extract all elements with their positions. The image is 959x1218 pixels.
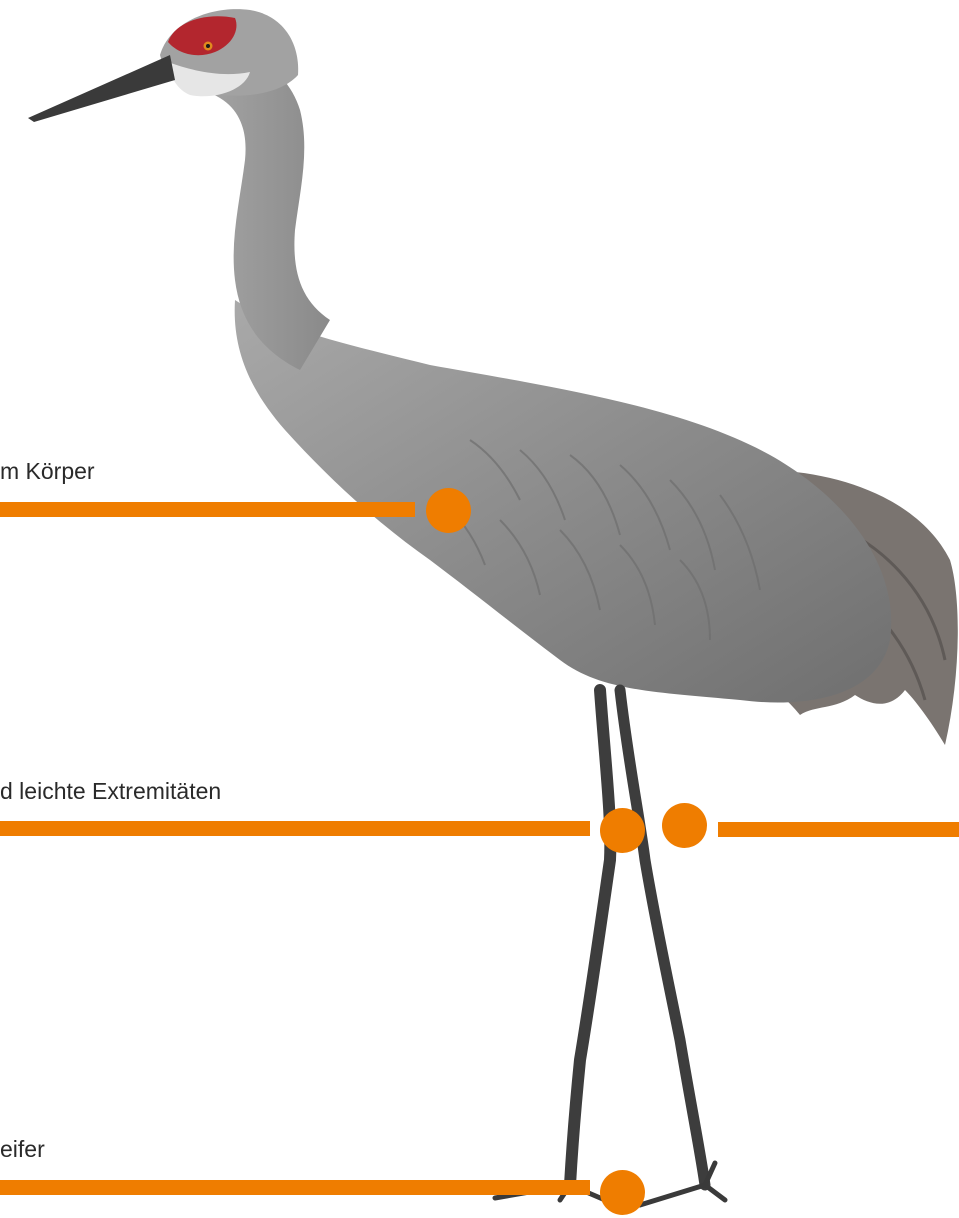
callout-bar-feet xyxy=(0,1180,590,1195)
label-body: m Körper xyxy=(0,458,95,485)
callout-dot-body xyxy=(426,488,471,533)
beak xyxy=(28,55,175,122)
callout-bar-extremities xyxy=(0,821,590,836)
callout-dot-extremities xyxy=(600,808,645,853)
label-feet: eifer xyxy=(0,1136,45,1163)
callout-dot-leg-right xyxy=(662,803,707,848)
label-extremities: d leichte Extremitäten xyxy=(0,778,221,805)
crane-neck xyxy=(190,50,330,370)
callout-bar-leg-right xyxy=(718,822,959,837)
callout-bar-body xyxy=(0,502,415,517)
callout-dot-feet xyxy=(600,1170,645,1215)
legs xyxy=(570,690,705,1185)
